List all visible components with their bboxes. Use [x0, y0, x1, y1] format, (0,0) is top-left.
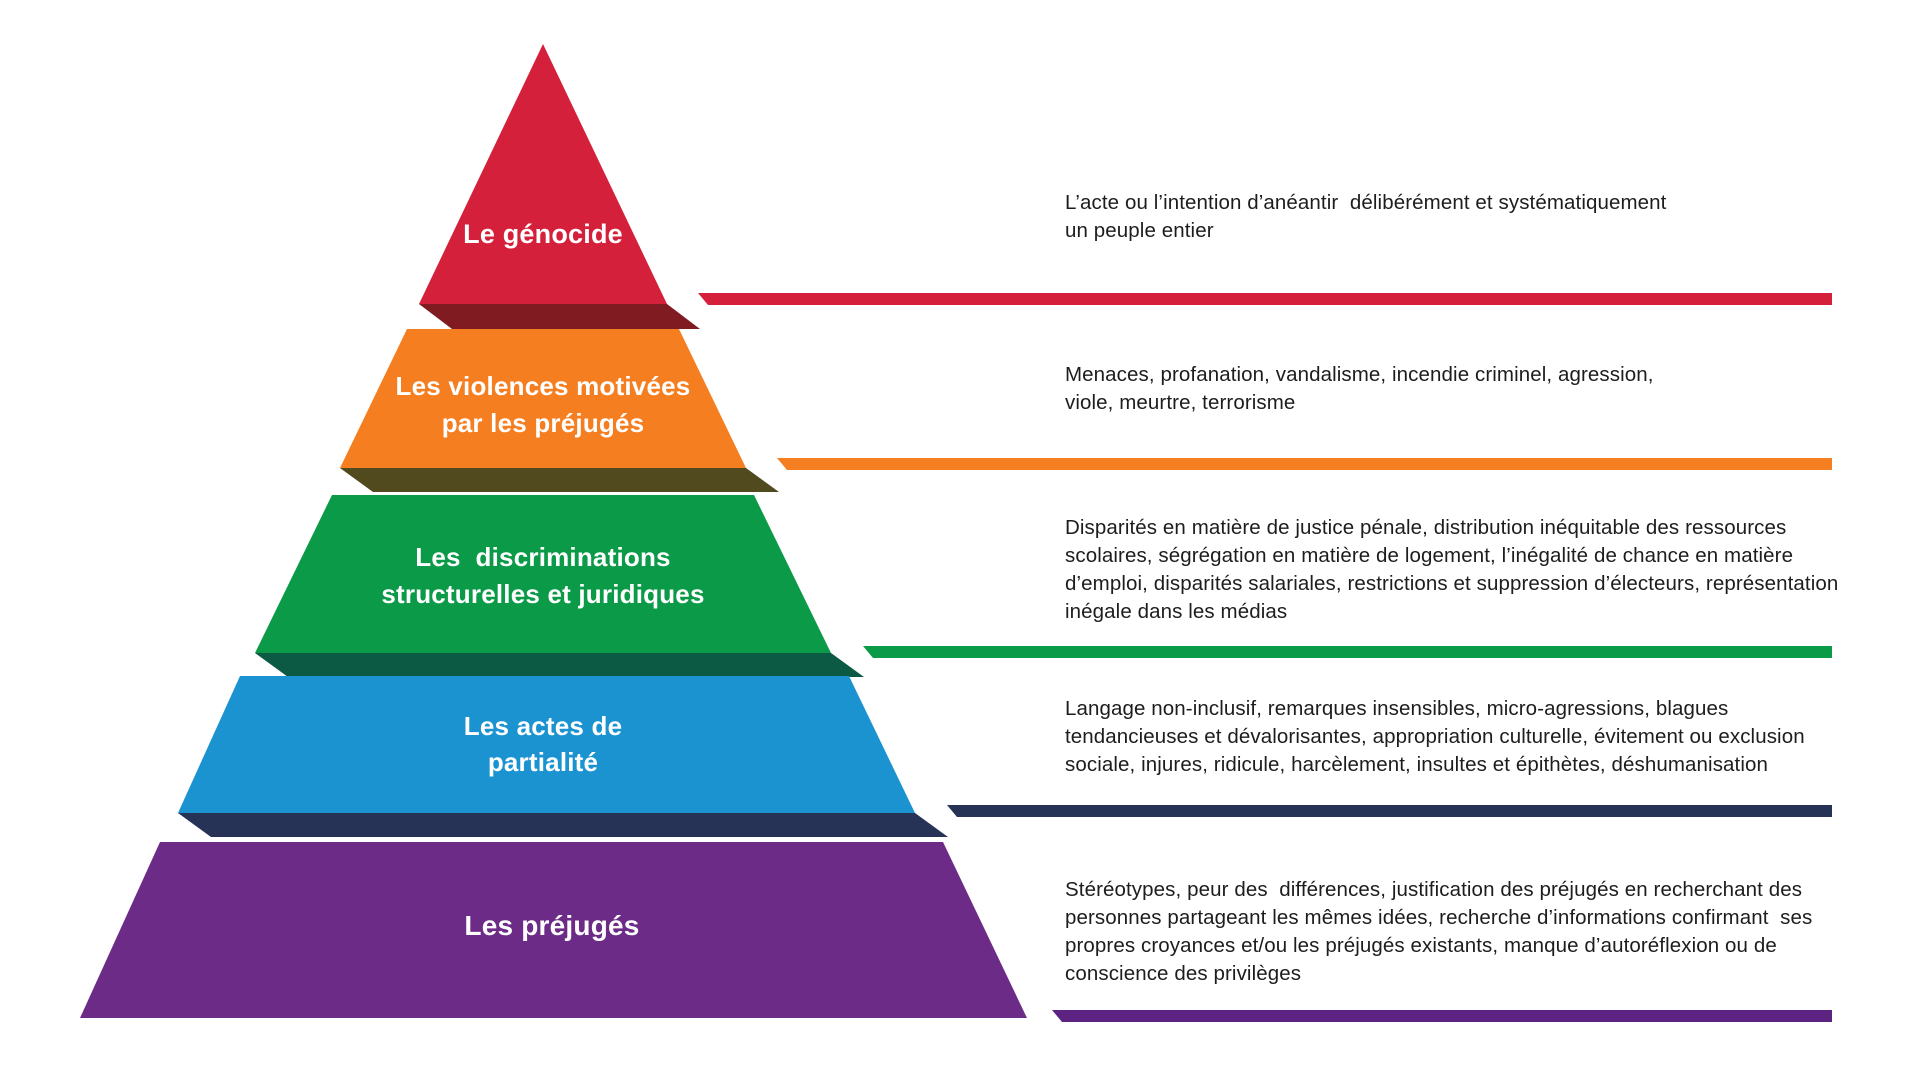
level-2-rule-bar — [777, 458, 1832, 470]
level-2-violences-shape — [340, 329, 746, 468]
level-3-label-line-2: structurelles et juridiques — [381, 579, 704, 609]
level-1-rule-bar — [698, 293, 1832, 305]
level-4-label-line-1: Les actes de — [464, 711, 623, 741]
level-5-label: Les préjugés — [464, 910, 639, 941]
level-3-shadow — [255, 653, 864, 677]
level-4-description: Langage non-inclusif, remarques insensib… — [1065, 695, 1805, 779]
level-2-shadow — [340, 468, 779, 492]
description-line: viole, meurtre, terrorisme — [1065, 391, 1296, 414]
level-3-discriminations-shape — [255, 495, 831, 653]
level-3-description: Disparités en matière de justice pénale,… — [1065, 514, 1838, 626]
level-2-description: Menaces, profanation, vandalisme, incend… — [1065, 361, 1654, 417]
level-2-label-line-2: par les préjugés — [442, 408, 645, 438]
description-line: conscience des privilèges — [1065, 962, 1302, 985]
level-1-genocide-shape — [419, 44, 667, 304]
description-line: scolaires, ségrégation en matière de log… — [1065, 544, 1794, 567]
description-line: d’emploi, disparités salariales, restric… — [1065, 572, 1839, 595]
description-line: Langage non-inclusif, remarques insensib… — [1065, 697, 1729, 720]
level-4-shadow — [178, 813, 948, 837]
level-4-rule-bar — [947, 805, 1832, 817]
level-3-label-line-1: Les discriminations — [415, 542, 670, 572]
level-5-rule-bar — [1052, 1010, 1832, 1022]
description-line: Menaces, profanation, vandalisme, incend… — [1065, 363, 1654, 386]
level-5-description: Stéréotypes, peur des différences, justi… — [1065, 876, 1812, 988]
description-line: un peuple entier — [1065, 219, 1214, 242]
description-line: personnes partageant les mêmes idées, re… — [1065, 906, 1813, 929]
description-line: Disparités en matière de justice pénale,… — [1065, 516, 1787, 539]
description-line: sociale, injures, ridicule, harcèlement,… — [1065, 753, 1768, 776]
level-1-shadow — [419, 304, 700, 329]
level-4-label-line-2: partialité — [488, 747, 598, 777]
level-4-actes-shape — [178, 676, 915, 813]
level-1-description: L’acte ou l’intention d’anéantir délibér… — [1065, 189, 1666, 245]
level-1-label: Le génocide — [463, 219, 623, 249]
description-line: Stéréotypes, peur des différences, justi… — [1065, 878, 1803, 901]
description-line: propres croyances et/ou les préjugés exi… — [1065, 934, 1777, 957]
level-2-label-line-1: Les violences motivées — [396, 371, 691, 401]
level-3-rule-bar — [863, 646, 1832, 658]
description-line: L’acte ou l’intention d’anéantir délibér… — [1065, 191, 1667, 214]
description-line: tendancieuses et dévalorisantes, appropr… — [1065, 725, 1805, 748]
level-5-prejuges-shape — [80, 842, 1027, 1018]
description-line: inégale dans les médias — [1065, 600, 1288, 623]
